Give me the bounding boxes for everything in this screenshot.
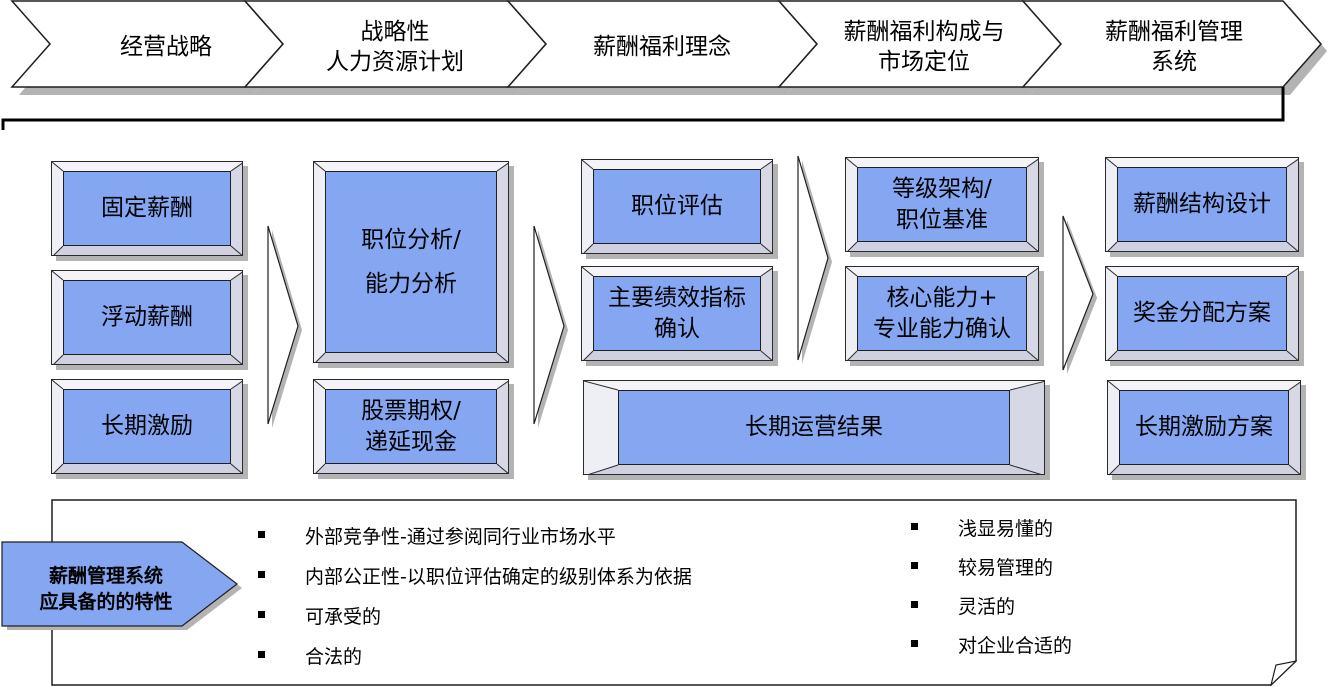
step-label-composition: 薪酬福利构成与 市场定位 [843, 19, 1005, 75]
flow-arrow-4 [1062, 215, 1097, 374]
box-long-term-incentive: 长期激励 [51, 379, 243, 474]
list-item: 灵活的 [911, 592, 1072, 631]
step-label-hr-plan: 战略性 人力资源计划 [326, 19, 464, 75]
box-kpi-confirmation: 主要绩效指标 确认 [581, 266, 773, 361]
box-fixed-pay: 固定薪酬 [51, 161, 243, 256]
step-label-management-system: 薪酬福利管理 系统 [1105, 19, 1243, 75]
box-bevel [1108, 381, 1300, 474]
box-pay-structure-design: 薪酬结构设计 [1105, 157, 1299, 252]
box-bevel [582, 160, 772, 253]
list-item: 外部竞争性-通过参阅同行业市场水平 [258, 522, 692, 562]
box-bonus-plan: 奖金分配方案 [1105, 266, 1299, 361]
box-bevel [1106, 267, 1298, 360]
step-label-philosophy: 薪酬福利理念 [593, 34, 731, 60]
step-label-strategy: 经营战略 [120, 34, 212, 60]
box-core-competency: 核心能力+ 专业能力确认 [845, 266, 1039, 361]
box-bevel [846, 267, 1038, 360]
box-long-term-result: 长期运营结果 [583, 380, 1045, 475]
box-variable-pay: 浮动薪酬 [51, 270, 243, 365]
characteristics-left-list: 外部竞争性-通过参阅同行业市场水平 内部公正性-以职位评估确定的级别体系为依据 … [258, 522, 692, 682]
characteristics-right-list: 浅显易懂的 较易管理的 灵活的 对企业合适的 [911, 514, 1072, 670]
box-bevel [314, 162, 508, 362]
flow-arrow-2 [533, 225, 568, 428]
box-job-evaluation: 职位评估 [581, 159, 773, 254]
list-item: 内部公正性-以职位评估确定的级别体系为依据 [258, 562, 692, 602]
connector-line [1, 87, 1285, 130]
box-bevel [52, 380, 242, 473]
characteristics-badge-label: 薪酬管理系统 应具备的的特性 [39, 565, 173, 613]
list-item: 较易管理的 [911, 553, 1072, 592]
list-item: 浅显易懂的 [911, 514, 1072, 553]
box-grade-structure: 等级架构/ 职位基准 [845, 157, 1039, 252]
box-stock-options: 股票期权/ 递延现金 [313, 379, 509, 474]
box-bevel [52, 271, 242, 364]
box-bevel [582, 267, 772, 360]
list-item: 合法的 [258, 642, 692, 682]
box-bevel [584, 381, 1044, 474]
characteristics-panel [51, 499, 1297, 686]
box-long-term-incentive-plan: 长期激励方案 [1107, 380, 1301, 475]
list-item: 可承受的 [258, 602, 692, 642]
box-bevel [1106, 158, 1298, 251]
list-item: 对企业合适的 [911, 631, 1072, 670]
box-bevel [314, 380, 508, 473]
process-chevron-bar [1, 0, 1327, 130]
flow-arrow-3 [797, 155, 832, 364]
flow-arrow-1 [267, 225, 302, 428]
box-bevel [52, 162, 242, 255]
box-bevel [846, 158, 1038, 251]
box-job-analysis: 职位分析/ 能力分析 [313, 161, 509, 363]
characteristics-badge [1, 541, 242, 630]
